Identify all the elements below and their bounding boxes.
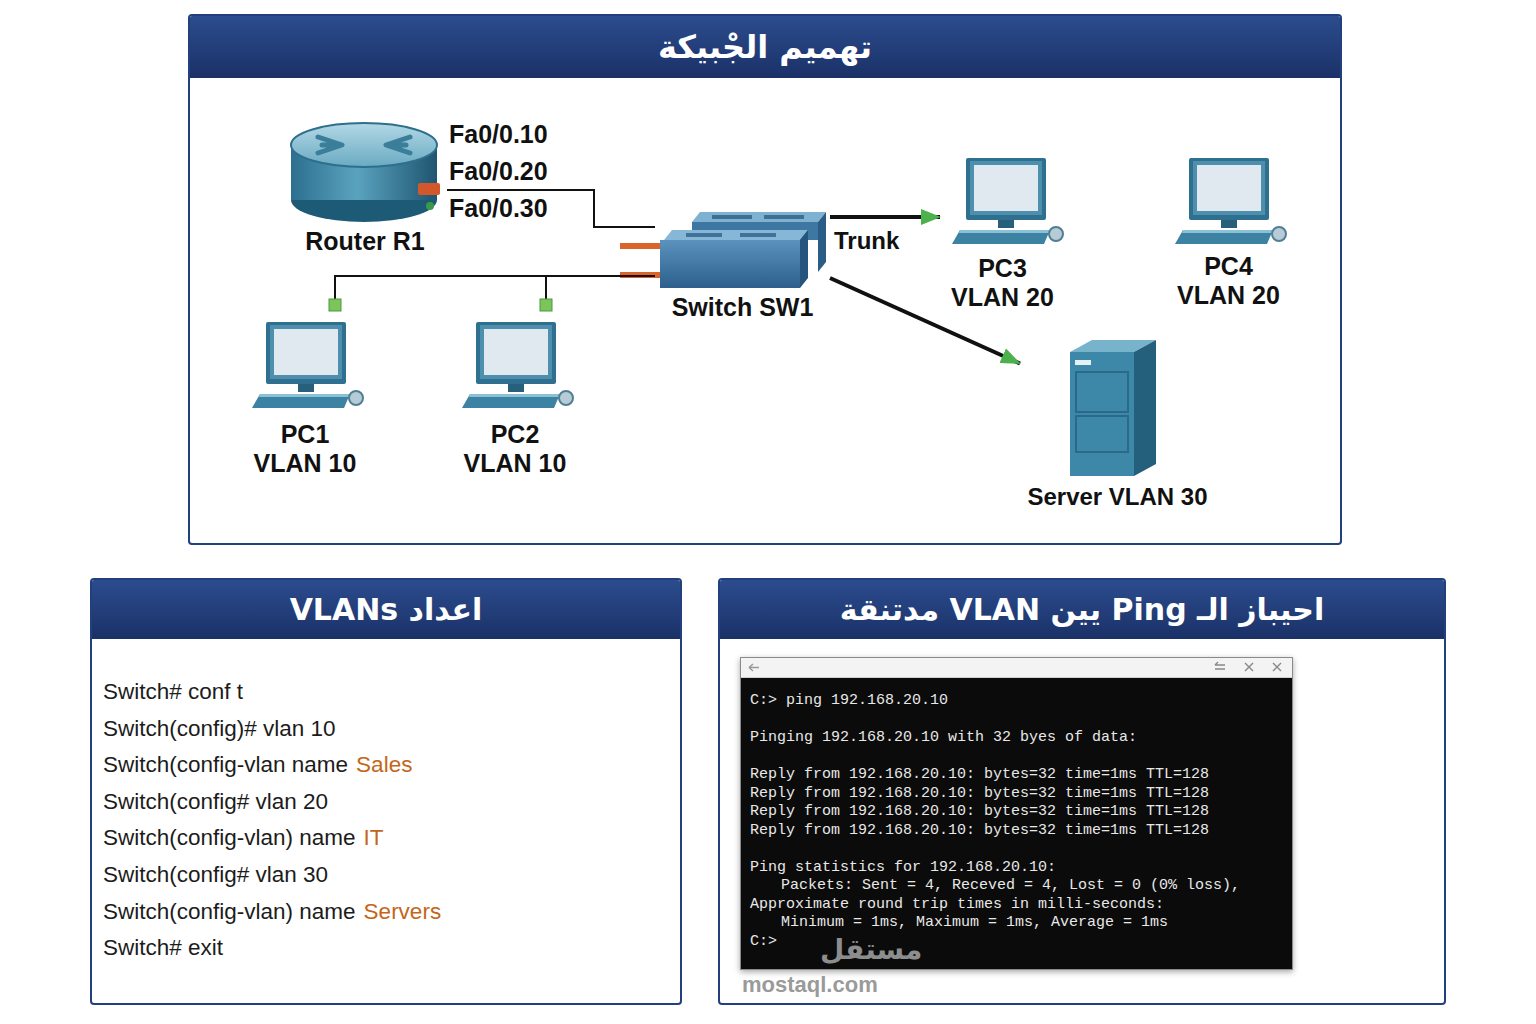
code-line: Switch(config-vlan) name Servers	[103, 894, 680, 931]
watermark: مستقل	[820, 934, 922, 965]
cli-command: Switch# exit	[103, 935, 223, 960]
interface-label-wrap: Fa0/0.20	[449, 157, 548, 185]
device-label: Server VLAN 30	[1027, 482, 1207, 511]
pc-icon	[462, 322, 573, 408]
terminal-line: Pinging 192.168.20.10 with 32 byes of da…	[750, 729, 1283, 748]
window-controls	[741, 658, 1292, 677]
code-line: Switch# exit	[103, 930, 680, 967]
cli-command: Switch(config# vlan 20	[103, 789, 328, 814]
cli-command: Switch(config-vlan) name	[103, 825, 356, 850]
panel-header: اعداد VLANs	[92, 580, 680, 639]
edge-label: Trunk	[832, 227, 901, 255]
device-label: PC1	[281, 420, 330, 449]
terminal-line: Reply from 192.168.20.10: bytes=32 time=…	[750, 766, 1283, 785]
device-label: VLAN 10	[464, 449, 567, 478]
port-marker	[329, 299, 341, 311]
switch-node: Switch SW1	[655, 208, 830, 326]
vlan-name: IT	[364, 825, 384, 850]
server-icon	[1070, 340, 1156, 476]
code-line: Switch(config)# vlan 10	[103, 711, 680, 748]
code-line: Switch# conf t	[103, 674, 680, 711]
pc-icon	[1175, 158, 1286, 244]
code-line: Switch(config-vlan name Sales	[103, 747, 680, 784]
interface-label: Fa0/0.30	[449, 194, 548, 222]
panel-header: احيباز الـ Ping يين VLAN مدتنقة	[720, 580, 1444, 639]
vlan-name: Sales	[356, 752, 412, 777]
network-link	[447, 190, 655, 227]
terminal-line: C:> ping 192.168.20.10	[750, 692, 1283, 711]
terminal-line: Reply from 192.168.20.10: bytes=32 time=…	[750, 803, 1283, 822]
interface-label: Fa0/0.10	[449, 120, 548, 148]
watermark: mostaql.com	[742, 972, 878, 997]
code-block: Switch# conf t Switch(config)# vlan 10 Swi…	[92, 674, 680, 967]
restore-icon	[1215, 662, 1225, 669]
code-line: Switch(config# vlan 30	[103, 857, 680, 894]
router-node: Router R1	[283, 120, 447, 260]
pc-icon	[952, 158, 1063, 244]
vlan-name: Servers	[364, 899, 442, 924]
edge-label-wrap: Trunk	[832, 227, 901, 255]
port-marker	[540, 299, 552, 311]
pc-node: PC2VLAN 10	[455, 300, 575, 482]
cli-command: Switch(config-vlan) name	[103, 899, 356, 924]
back-icon	[749, 664, 759, 671]
device-label: PC4	[1204, 252, 1253, 281]
cli-command: Switch(config)# vlan 10	[103, 716, 336, 741]
terminal-line: Minimum = 1ms, Maximum = 1ms, Average = …	[750, 914, 1283, 933]
interface-label-wrap: Fa0/0.10	[449, 120, 548, 148]
network-link	[335, 276, 655, 300]
network-link	[546, 276, 655, 300]
terminal-line: Packets: Sent = 4, Receved = 4, Lost = 0…	[750, 877, 1283, 896]
terminal-body: C:> ping 192.168.20.10Pinging 192.168.20…	[741, 678, 1292, 951]
pc-icon	[252, 322, 363, 408]
terminal-line: Approximate round trip times in milli-se…	[750, 896, 1283, 915]
device-label: VLAN 20	[1177, 281, 1280, 310]
device-label: PC2	[491, 420, 540, 449]
cli-command: Switch(config# vlan 30	[103, 862, 328, 887]
pc-node: PC4VLAN 20	[1165, 150, 1292, 314]
interface-label: Fa0/0.20	[449, 157, 548, 185]
terminal-line: Reply from 192.168.20.10: bytes=32 time=…	[750, 785, 1283, 804]
cli-command: Switch(config-vlan name	[103, 752, 348, 777]
pc-node: PC3VLAN 20	[940, 150, 1065, 316]
interface-label-wrap: Fa0/0.30	[449, 194, 548, 222]
server-node: Server VLAN 30	[1020, 336, 1215, 515]
close-icon	[1245, 663, 1253, 671]
network-link	[830, 215, 940, 219]
panel: اعداد VLANsSwitch# conf t Switch(config)#…	[90, 578, 682, 1005]
terminal-line: Reply from 192.168.20.10: bytes=32 time=…	[750, 822, 1283, 841]
device-label: VLAN 20	[951, 283, 1054, 312]
cli-command: Switch# conf t	[103, 679, 243, 704]
panel-header: تهميم الجْبيكة	[190, 16, 1340, 78]
pc-node: PC1VLAN 10	[245, 300, 365, 482]
router-icon	[291, 123, 440, 222]
terminal-line: Ping statistics for 192.168.20.10:	[750, 859, 1283, 878]
code-line: Switch(config# vlan 20	[103, 784, 680, 821]
watermark-wrap: mostaql.com	[742, 972, 878, 997]
device-label: VLAN 10	[254, 449, 357, 478]
code-line: Switch(config-vlan) name IT	[103, 820, 680, 857]
close-icon	[1273, 663, 1281, 671]
watermark-wrap: مستقل	[820, 934, 922, 965]
device-label: Switch SW1	[672, 293, 814, 322]
device-label: PC3	[978, 254, 1027, 283]
panel: تهميم الجْبيكةRouter R1Switch SW1PC3VLAN…	[188, 14, 1342, 545]
device-label: Router R1	[305, 227, 424, 256]
terminal-window: C:> ping 192.168.20.10Pinging 192.168.20…	[740, 657, 1293, 970]
title-bar	[741, 658, 1292, 678]
